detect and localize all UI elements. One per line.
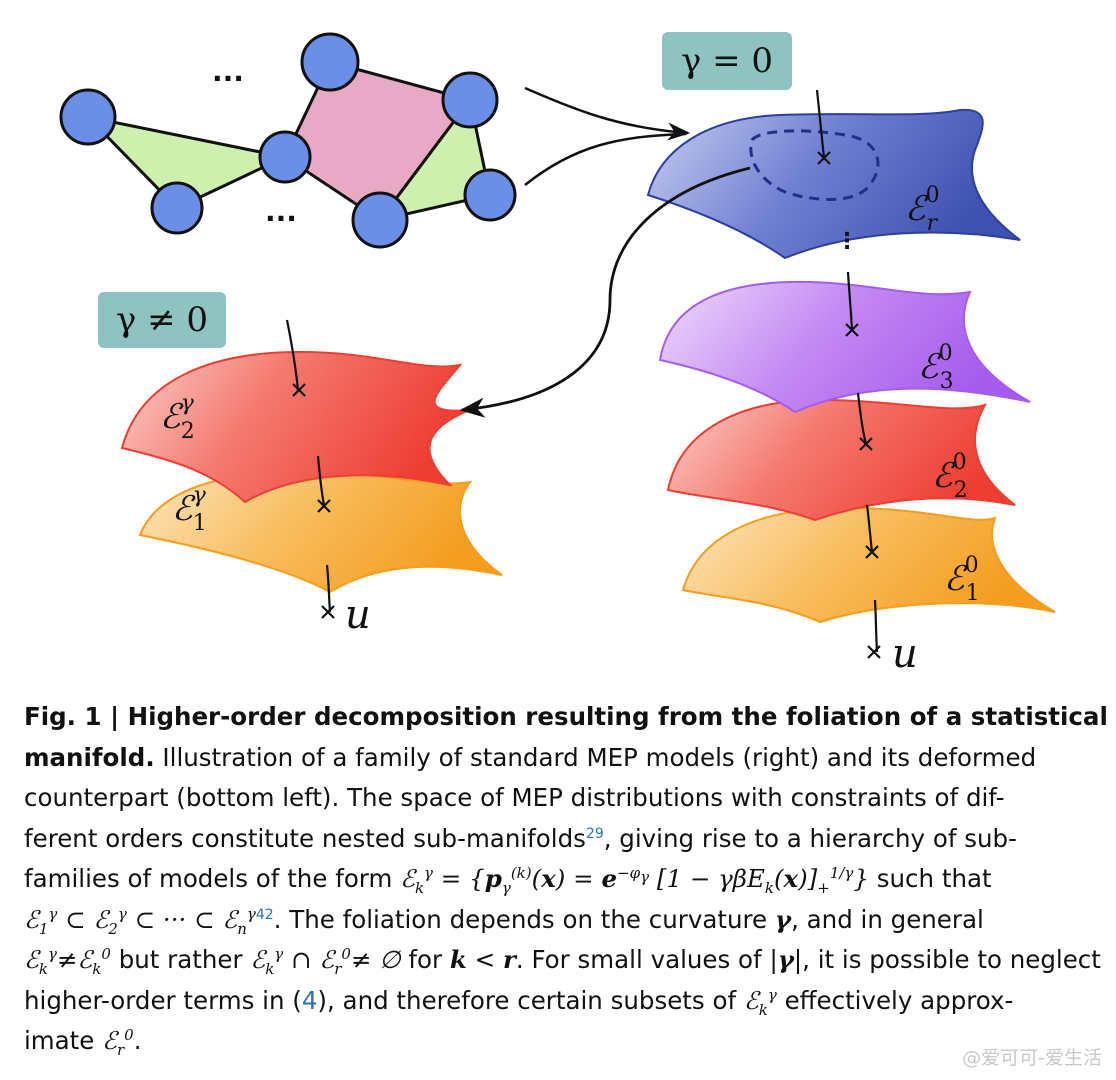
caption-line: ℰ1γ ⊂ ℰ2γ ⊂ ··· ⊂ ℰnγ42. The foliation d… (24, 900, 1094, 941)
gamma-symbol: γ (774, 904, 792, 934)
formula-nesting: ℰ1γ ⊂ ℰ2γ ⊂ ··· ⊂ ℰnγ (24, 904, 256, 938)
caption-text: ), and therefore certain subsets of (317, 985, 744, 1015)
formula-subset: ℰkγ (743, 985, 777, 1019)
formula-inequality: ℰkγ≠ℰk0 (24, 944, 111, 978)
equation-ref-4[interactable]: 4 (301, 985, 318, 1015)
hypergraph: ··· ··· (59, 32, 517, 249)
caption-line: counterpart (bottom left). The space of … (24, 783, 1005, 812)
figure: ··· ··· ⋮ (59, 32, 1056, 677)
caption-title-end: manifold. (24, 742, 155, 772)
gamma-symbol: γ (777, 945, 794, 974)
caption-text: Illustration of a family of standard MEP… (154, 742, 1037, 772)
fiber-right: ⋮ (815, 89, 881, 659)
arrow-graph-to-manifold-lower (524, 132, 687, 186)
green-face-right (376, 96, 492, 223)
ellipsis-bottom: ··· (265, 202, 297, 235)
dashed-subset-region (749, 129, 880, 201)
node (300, 32, 360, 92)
caption-text: but rather (110, 945, 251, 974)
label-u-right: u (892, 631, 918, 677)
node (441, 71, 499, 129)
caption-title: Fig. 1 | Higher-order decomposition resu… (24, 702, 1108, 731)
arrow-deformation (459, 166, 751, 418)
caption-line: families of models of the form ℰkγ = {pγ… (24, 859, 1094, 900)
caption-text: , and in general (791, 904, 984, 934)
caption-text: effectively approx- (776, 985, 1014, 1015)
citation-42[interactable]: 42 (255, 906, 274, 923)
caption-text: , giving rise to a hierarchy of sub- (603, 823, 1017, 853)
sheet-e3-0 (658, 280, 1031, 414)
fiber-left (285, 319, 335, 619)
caption-text: such that (868, 864, 992, 893)
watermark: @爱可可-爱生活 (962, 1047, 1102, 1069)
ellipsis-top: ··· (212, 62, 244, 95)
caption-text: imate (24, 1026, 103, 1055)
caption-text: . For small values of | (515, 945, 778, 974)
citation-29[interactable]: 29 (585, 825, 604, 842)
r-symbol: r (502, 945, 516, 974)
caption-text: . (133, 1026, 142, 1055)
caption-text: higher-order terms in ( (24, 985, 302, 1015)
gamma-zero-box: γ = 0 (662, 32, 792, 90)
label-u-left: u (345, 592, 371, 638)
formula-family: ℰkγ = {pγ(k)(x) = e−φγ [1 − γβEk(x)]+1/γ… (400, 863, 869, 897)
formula-er0: ℰr0 (102, 1025, 134, 1059)
svg-text:⋮: ⋮ (836, 229, 858, 254)
sheet-e2-0 (666, 398, 1016, 522)
caption-line: higher-order terms in (4), and therefore… (24, 981, 1094, 1022)
node (351, 191, 409, 249)
figure-caption: Fig. 1 | Higher-order decomposition resu… (24, 697, 1108, 1062)
caption-text: < (466, 945, 503, 974)
caption-text: for (400, 945, 450, 974)
formula-intersection: ℰkγ ∩ ℰr0≠ ∅ (250, 944, 401, 978)
arrow-graph-to-manifold (524, 86, 691, 141)
node (150, 181, 204, 235)
caption-text: families of models of the form (24, 864, 401, 893)
green-face-left (83, 114, 290, 210)
k-symbol: k (449, 945, 467, 974)
caption-text: |, it is possible to neglect (793, 945, 1101, 974)
caption-line: ℰkγ≠ℰk0 but rather ℰkγ ∩ ℰr0≠ ∅ for k < … (24, 940, 1101, 981)
node (59, 88, 117, 146)
caption-line: ferent orders constitute nested sub-mani… (24, 819, 1094, 860)
caption-line: imate ℰr0. (24, 1021, 1094, 1062)
caption-text: ferent orders constitute nested sub-mani… (24, 823, 586, 853)
node (463, 168, 517, 222)
node (258, 130, 312, 184)
gamma-nonzero-box: γ ≠ 0 (98, 292, 226, 348)
caption-line: manifold. Illustration of a family of st… (24, 738, 1094, 779)
caption-text: . The foliation depends on the curvature (273, 904, 775, 934)
sheet-er-0 (646, 108, 1021, 260)
figure-illustration: ··· ··· ⋮ (59, 32, 1056, 677)
